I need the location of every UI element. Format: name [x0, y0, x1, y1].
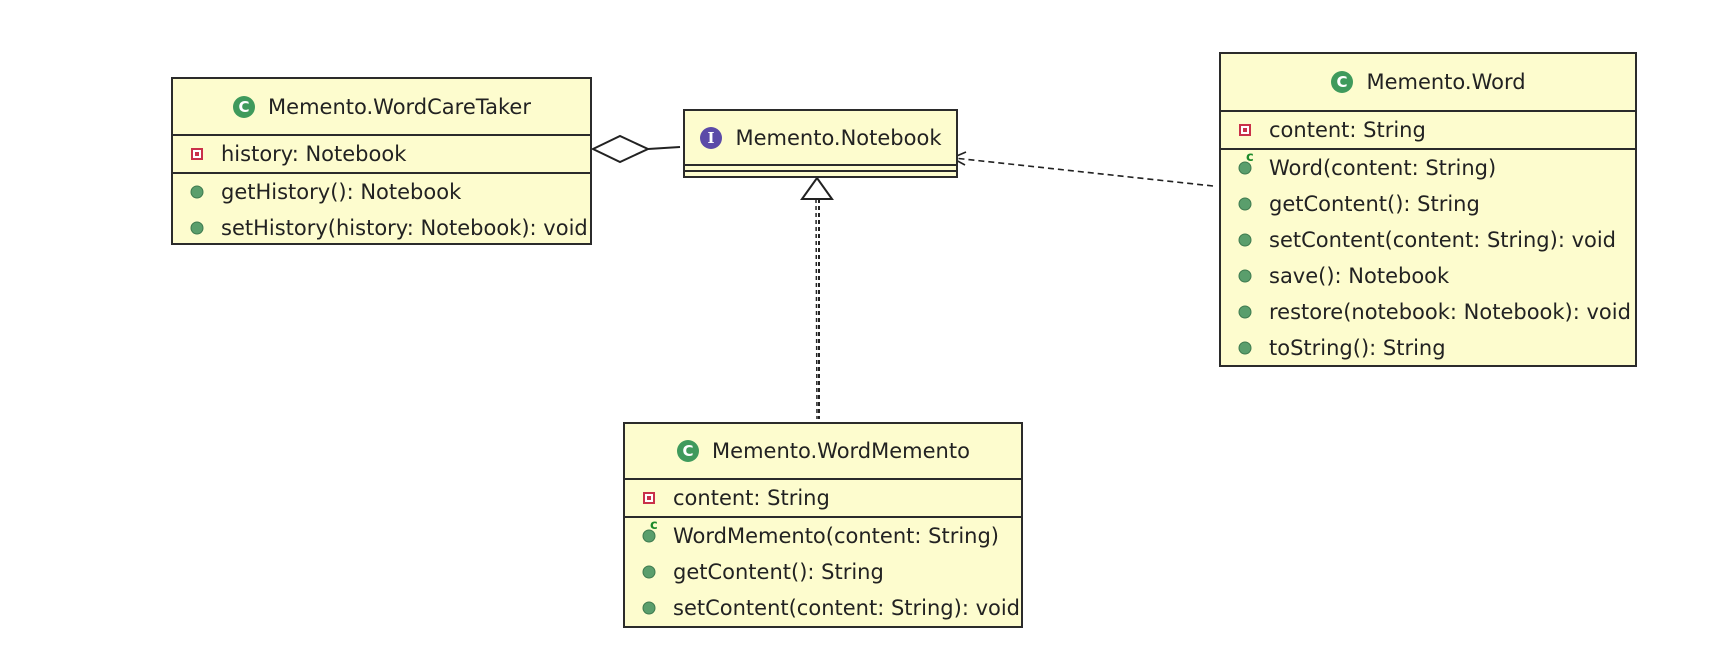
methods-section: getHistory(): Notebook setHistory(histor… [173, 172, 590, 246]
methods-section: c Word(content: String) getContent(): St… [1221, 148, 1635, 366]
class-badge-icon: C [1330, 70, 1354, 94]
method-row: setContent(content: String): void [625, 590, 1021, 626]
constructor-row: c Word(content: String) [1221, 150, 1635, 186]
constructor-icon: c [1238, 151, 1254, 175]
constructor-row: c WordMemento(content: String) [625, 518, 1021, 554]
class-badge-icon: C [232, 95, 256, 119]
method-row: getHistory(): Notebook [173, 174, 590, 210]
svg-text:C: C [683, 442, 694, 460]
fields-section: content: String [625, 478, 1021, 516]
method-row: getContent(): String [625, 554, 1021, 590]
private-field-icon [643, 492, 655, 504]
public-method-icon [1238, 197, 1252, 211]
fields-section [685, 164, 956, 170]
methods-section [685, 170, 956, 176]
constructor-icon: c [642, 519, 658, 543]
aggregation-diamond [590, 134, 651, 164]
svg-text:I: I [708, 129, 715, 147]
private-field-icon [1239, 124, 1251, 136]
public-method-icon [642, 601, 656, 615]
class-word[interactable]: C Memento.Word content: String c Word(co… [1219, 52, 1637, 367]
method-row: setHistory(history: Notebook): void [173, 210, 590, 246]
method-row: save(): Notebook [1221, 258, 1635, 294]
class-title: Memento.WordCareTaker [268, 94, 531, 119]
fields-section: content: String [1221, 110, 1635, 148]
method-row: restore(notebook: Notebook): void [1221, 294, 1635, 330]
class-header: I Memento.Notebook [685, 111, 956, 164]
class-title: Memento.Notebook [735, 125, 942, 150]
public-method-icon [642, 565, 656, 579]
public-method-icon [1238, 233, 1252, 247]
svg-text:C: C [239, 98, 250, 116]
interface-badge-icon: I [699, 126, 723, 150]
class-wordmemento[interactable]: C Memento.WordMemento content: String c … [623, 422, 1023, 628]
dependency-line [953, 157, 1214, 187]
interface-notebook[interactable]: I Memento.Notebook [683, 109, 958, 178]
class-title: Memento.Word [1366, 70, 1526, 94]
class-title: Memento.WordMemento [712, 439, 970, 463]
methods-section: c WordMemento(content: String) getConten… [625, 516, 1021, 626]
class-badge-icon: C [676, 439, 700, 463]
aggregation-line [647, 146, 681, 150]
field-row: content: String [625, 480, 1021, 516]
field-row: history: Notebook [173, 136, 590, 172]
class-header: C Memento.WordMemento [625, 424, 1021, 478]
class-header: C Memento.Word [1221, 54, 1635, 110]
class-wordcaretaker[interactable]: C Memento.WordCareTaker history: Noteboo… [171, 77, 592, 245]
field-row: content: String [1221, 112, 1635, 148]
public-method-icon [1238, 305, 1252, 319]
public-method-icon [190, 185, 204, 199]
fields-section: history: Notebook [173, 134, 590, 172]
method-row: toString(): String [1221, 330, 1635, 366]
public-method-icon [1238, 269, 1252, 283]
public-method-icon [1238, 341, 1252, 355]
method-row: setContent(content: String): void [1221, 222, 1635, 258]
method-row: getContent(): String [1221, 186, 1635, 222]
realization-triangle [800, 176, 834, 200]
svg-text:C: C [1337, 73, 1348, 91]
class-header: C Memento.WordCareTaker [173, 79, 590, 134]
public-method-icon [190, 221, 204, 235]
private-field-icon [191, 148, 203, 160]
realization-line-shadow [815, 198, 818, 420]
